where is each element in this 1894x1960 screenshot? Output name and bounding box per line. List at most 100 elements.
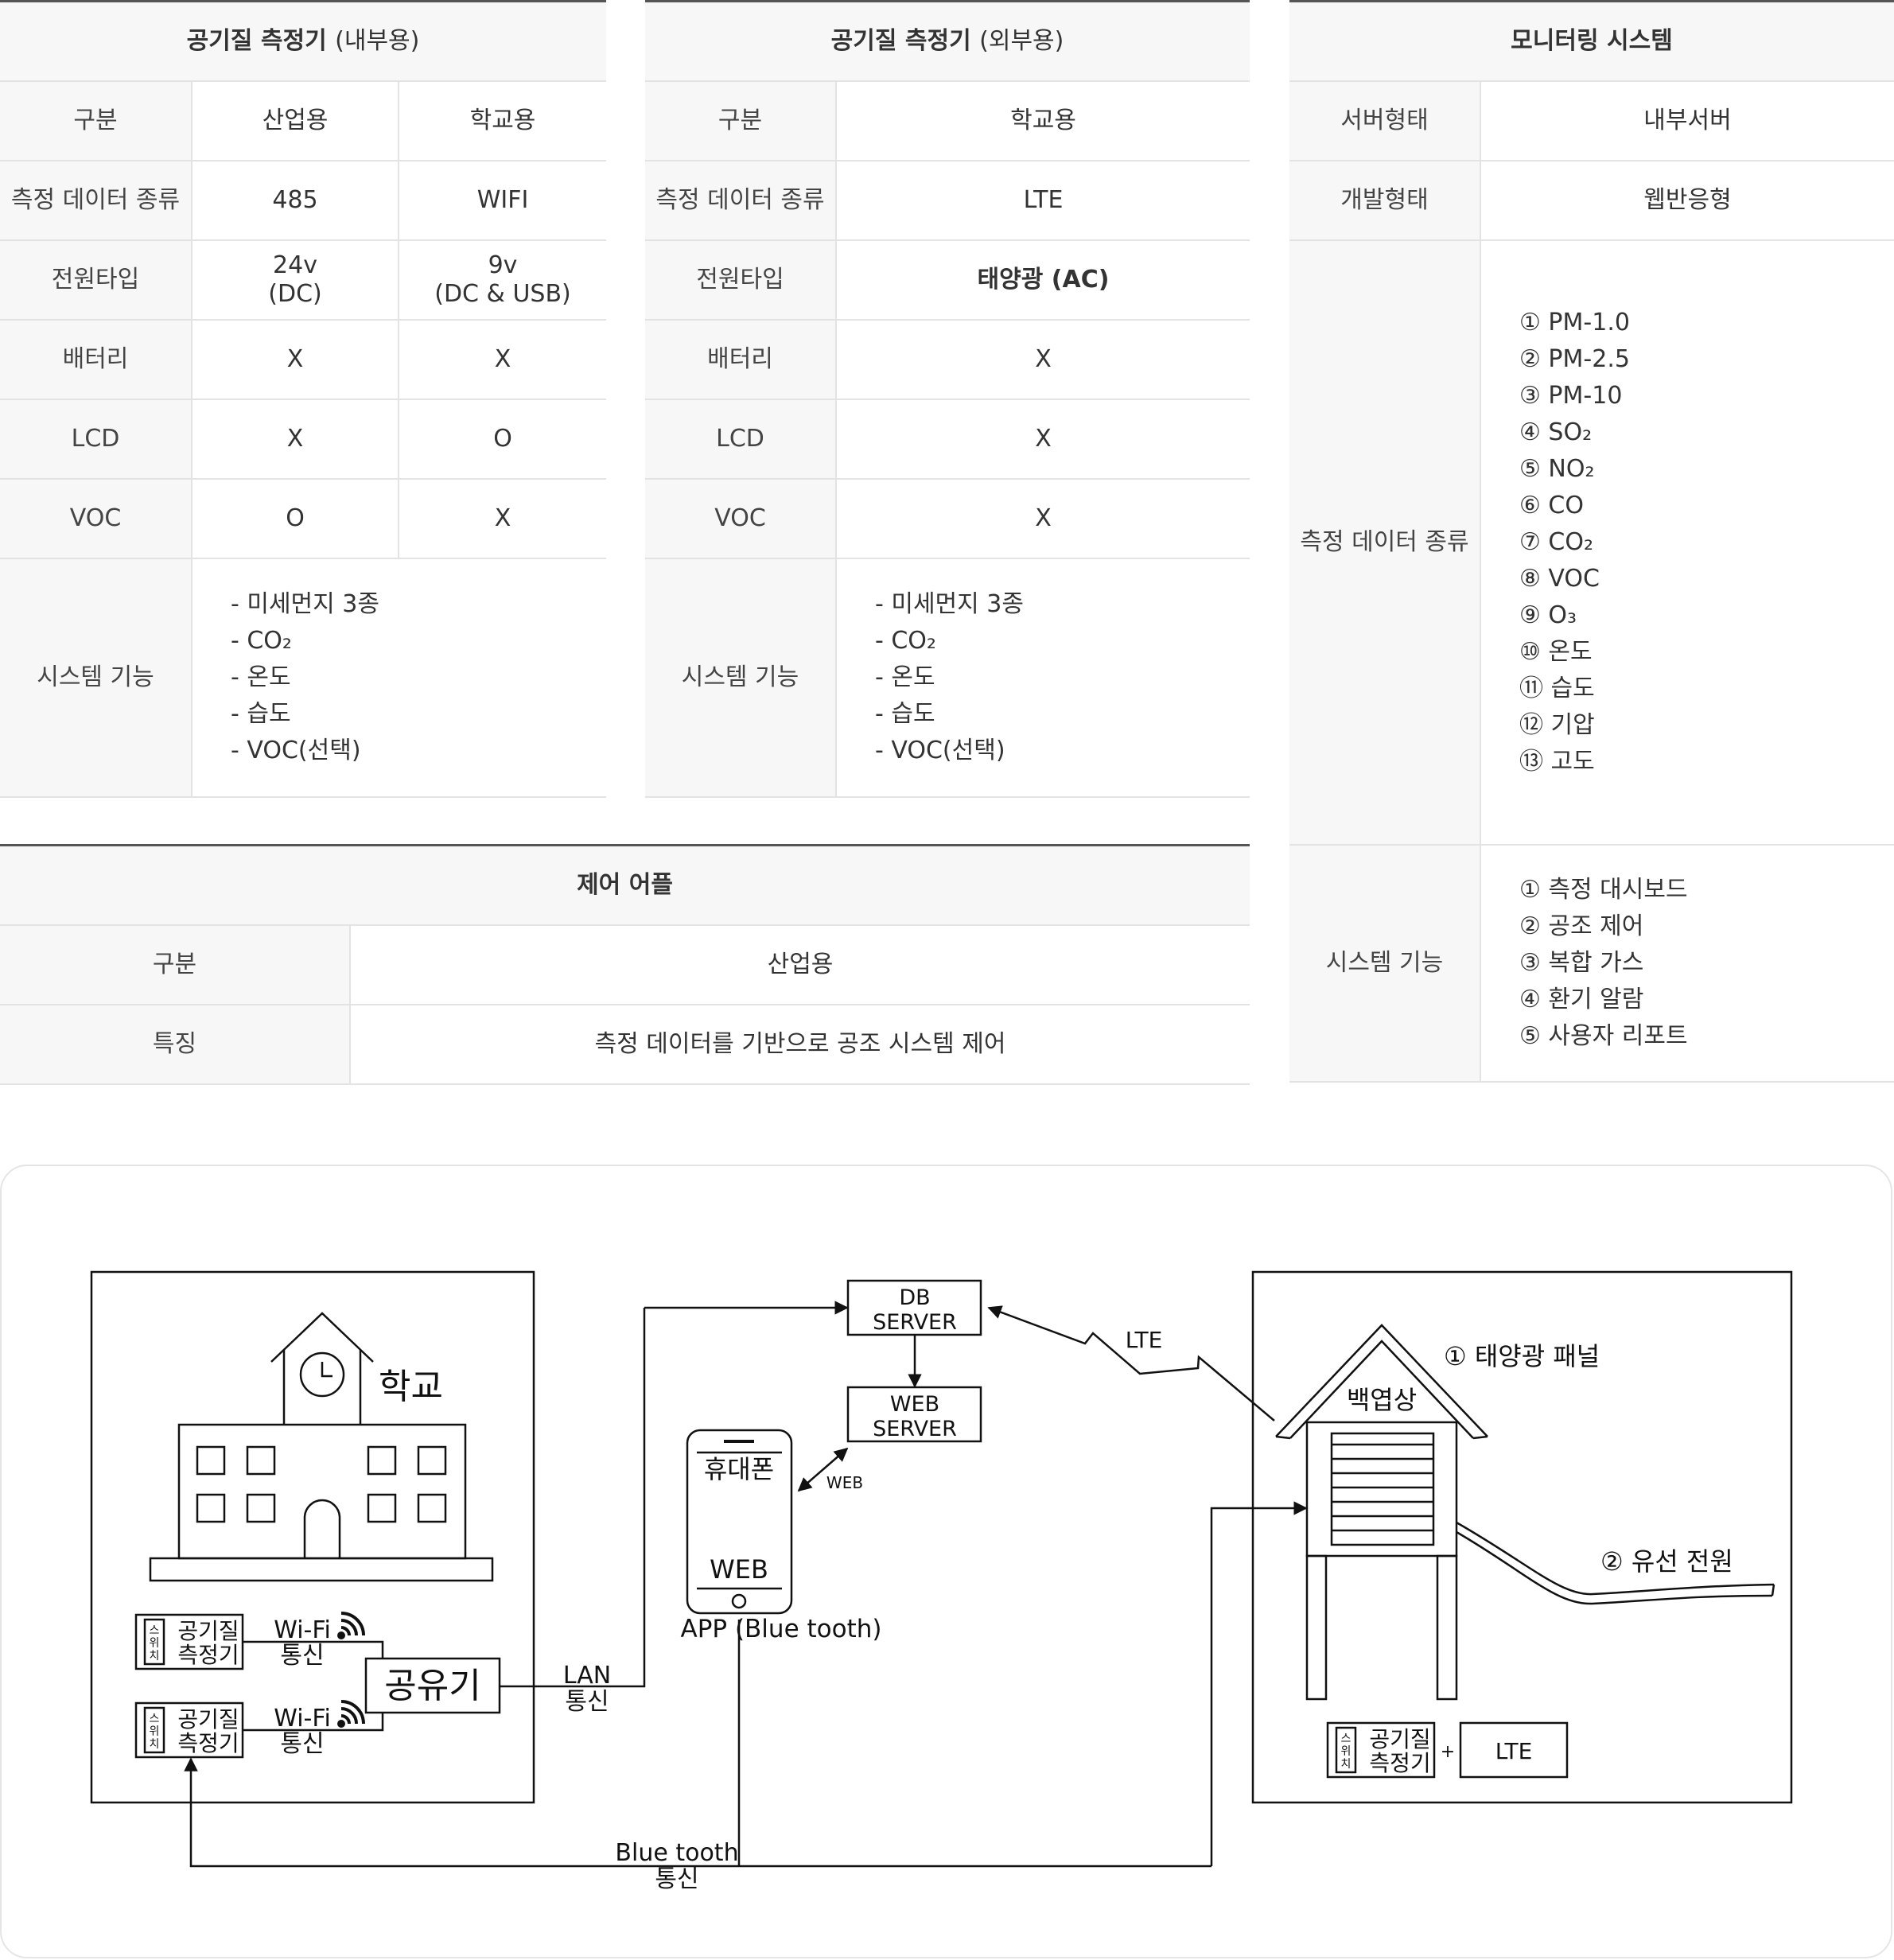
web-server-label: SERVER [873, 1417, 957, 1441]
indoor-cell: O [192, 479, 399, 559]
indoor-cell: 485 [192, 161, 399, 241]
plus-label: + [1441, 1742, 1455, 1762]
monitoring-table: 모니터링 시스템 서버형태 내부서버 개발형태 웹반응형 측정 데이터 종류 ①… [1289, 0, 1894, 1083]
outdoor-sensor-table: 공기질 측정기 (외부용) 구분 학교용 측정 데이터 종류 LTE 전원타입 … [645, 0, 1250, 798]
school-building-icon [149, 1312, 494, 1582]
diagram-canvas: 학교 스 위 치 공기질 측정기 Wi-Fi 통신 스 위 치 공기질 측정기 … [90, 1270, 1793, 1893]
web-server-label: WEB [890, 1392, 939, 1417]
indoor-cell: 24v(DC) [192, 240, 399, 321]
indoor-head-industrial: 산업용 [192, 81, 399, 161]
monitoring-func-label: 시스템 기능 [1289, 845, 1481, 1083]
indoor-row-label: LCD [0, 399, 193, 480]
lan-label: 통신 [565, 1688, 609, 1716]
outdoor-frame [1251, 1270, 1793, 1804]
router-label: 공유기 [384, 1666, 480, 1706]
wifi-label: 통신 [280, 1730, 324, 1758]
solar-panel-label: ① 태양광 패널 [1444, 1341, 1600, 1371]
sensor-label: 측정기 [177, 1730, 239, 1756]
weather-shelter-icon [1275, 1324, 1488, 1701]
sensor-label: 측정기 [1369, 1750, 1430, 1776]
outdoor-cell: LTE [836, 161, 1250, 241]
sensor-label: 측정기 [177, 1642, 239, 1668]
sensor-label: 공기질 [1369, 1726, 1430, 1752]
db-server-label: SERVER [873, 1310, 957, 1335]
indoor-head-school: 학교용 [399, 81, 607, 161]
web-link-label: WEB [826, 1473, 863, 1492]
switch-char: 치 [150, 1738, 160, 1751]
outdoor-row-label: 측정 데이터 종류 [645, 161, 837, 241]
db-server-label: DB [899, 1285, 930, 1310]
app-row-label: 특징 [0, 1005, 351, 1085]
indoor-row-label: VOC [0, 479, 193, 559]
wifi-icon [337, 1700, 365, 1728]
indoor-sensor-table: 공기질 측정기 (내부용) 구분 산업용 학교용 측정 데이터 종류 485 W… [0, 0, 607, 798]
wired-power-cable [1456, 1521, 1775, 1596]
sensor-label: 공기질 [177, 1618, 239, 1644]
phone-web-label: WEB [710, 1554, 768, 1585]
indoor-cell: O [399, 399, 607, 480]
switch-char: 위 [150, 1637, 160, 1650]
wifi-label: 통신 [280, 1642, 324, 1670]
outdoor-row-label: 전원타입 [645, 240, 837, 321]
monitoring-cell: 내부서버 [1480, 81, 1894, 161]
indoor-cell: 9v(DC & USB) [399, 240, 607, 321]
app-label: APP (Blue tooth) [681, 1615, 882, 1643]
indoor-cell: X [192, 399, 399, 480]
outdoor-head-label: 구분 [645, 81, 837, 161]
switch-char: 위 [150, 1725, 160, 1738]
outdoor-func-list: - 미세먼지 3종 - CO₂ - 온도 - 습도 - VOC(선택) [836, 558, 1250, 798]
sensor-label: 공기질 [177, 1706, 239, 1732]
outdoor-sensor [1326, 1721, 1436, 1779]
indoor-func-label: 시스템 기능 [0, 558, 193, 798]
wired-power-label: ② 유선 전원 [1600, 1546, 1733, 1577]
outdoor-cell: X [836, 320, 1250, 400]
switch-char: 스 [1341, 1732, 1351, 1745]
phone-icon [686, 1429, 793, 1615]
monitoring-data-list: ① PM-1.0 ② PM-2.5 ③ PM-10 ④ SO₂ ⑤ NO₂ ⑥ … [1480, 240, 1894, 846]
app-cell: 산업용 [350, 925, 1250, 1005]
indoor-cell: X [399, 320, 607, 400]
indoor-head-label: 구분 [0, 81, 193, 161]
school-frame [90, 1270, 535, 1804]
app-row-label: 구분 [0, 925, 351, 1005]
monitoring-func-list: ① 측정 대시보드 ② 공조 제어 ③ 복합 가스 ④ 환기 알람 ⑤ 사용자 … [1480, 845, 1894, 1083]
bluetooth-label: Blue tooth [615, 1839, 738, 1867]
control-app-table: 제어 어플 구분 산업용 특징 측정 데이터를 기반으로 공조 시스템 제어 [0, 844, 1250, 1085]
lan-label: LAN [563, 1662, 611, 1690]
outdoor-cell: 태양광 (AC) [836, 240, 1250, 321]
outdoor-row-label: VOC [645, 479, 837, 559]
monitoring-row-label: 서버형태 [1289, 81, 1481, 161]
outdoor-func-label: 시스템 기능 [645, 558, 837, 798]
indoor-cell: WIFI [399, 161, 607, 241]
lte-module-label: LTE [1495, 1738, 1533, 1764]
phone-title: 휴대폰 [704, 1454, 774, 1484]
outdoor-row-label: LCD [645, 399, 837, 480]
monitoring-data-label: 측정 데이터 종류 [1289, 240, 1481, 846]
wifi-label: Wi-Fi [274, 1705, 331, 1732]
wifi-icon [337, 1612, 365, 1639]
control-app-title: 제어 어플 [0, 845, 1250, 926]
indoor-table-title: 공기질 측정기 (내부용) [0, 1, 607, 82]
outdoor-cell: X [836, 399, 1250, 480]
monitoring-table-title: 모니터링 시스템 [1289, 1, 1894, 82]
monitoring-row-label: 개발형태 [1289, 161, 1481, 241]
shelter-label: 백엽상 [1347, 1385, 1417, 1415]
indoor-func-list: - 미세먼지 3종 - CO₂ - 온도 - 습도 - VOC(선택) [192, 558, 607, 798]
switch-char: 위 [1341, 1745, 1351, 1758]
outdoor-table-title: 공기질 측정기 (외부용) [645, 1, 1250, 82]
indoor-cell: X [399, 479, 607, 559]
outdoor-cell: X [836, 479, 1250, 559]
lte-module [1459, 1721, 1569, 1779]
system-diagram: 학교 스 위 치 공기질 측정기 Wi-Fi 통신 스 위 치 공기질 측정기 … [0, 1165, 1892, 1958]
app-cell: 측정 데이터를 기반으로 공조 시스템 제어 [350, 1005, 1250, 1085]
monitoring-cell: 웹반응형 [1480, 161, 1894, 241]
outdoor-row-label: 배터리 [645, 320, 837, 400]
indoor-cell: X [192, 320, 399, 400]
indoor-row-label: 전원타입 [0, 240, 193, 321]
lte-link-label: LTE [1126, 1327, 1163, 1353]
outdoor-head-school: 학교용 [836, 81, 1250, 161]
indoor-row-label: 측정 데이터 종류 [0, 161, 193, 241]
wifi-label: Wi-Fi [274, 1616, 331, 1644]
bluetooth-label: 통신 [655, 1865, 698, 1893]
switch-char: 스 [150, 1624, 160, 1637]
